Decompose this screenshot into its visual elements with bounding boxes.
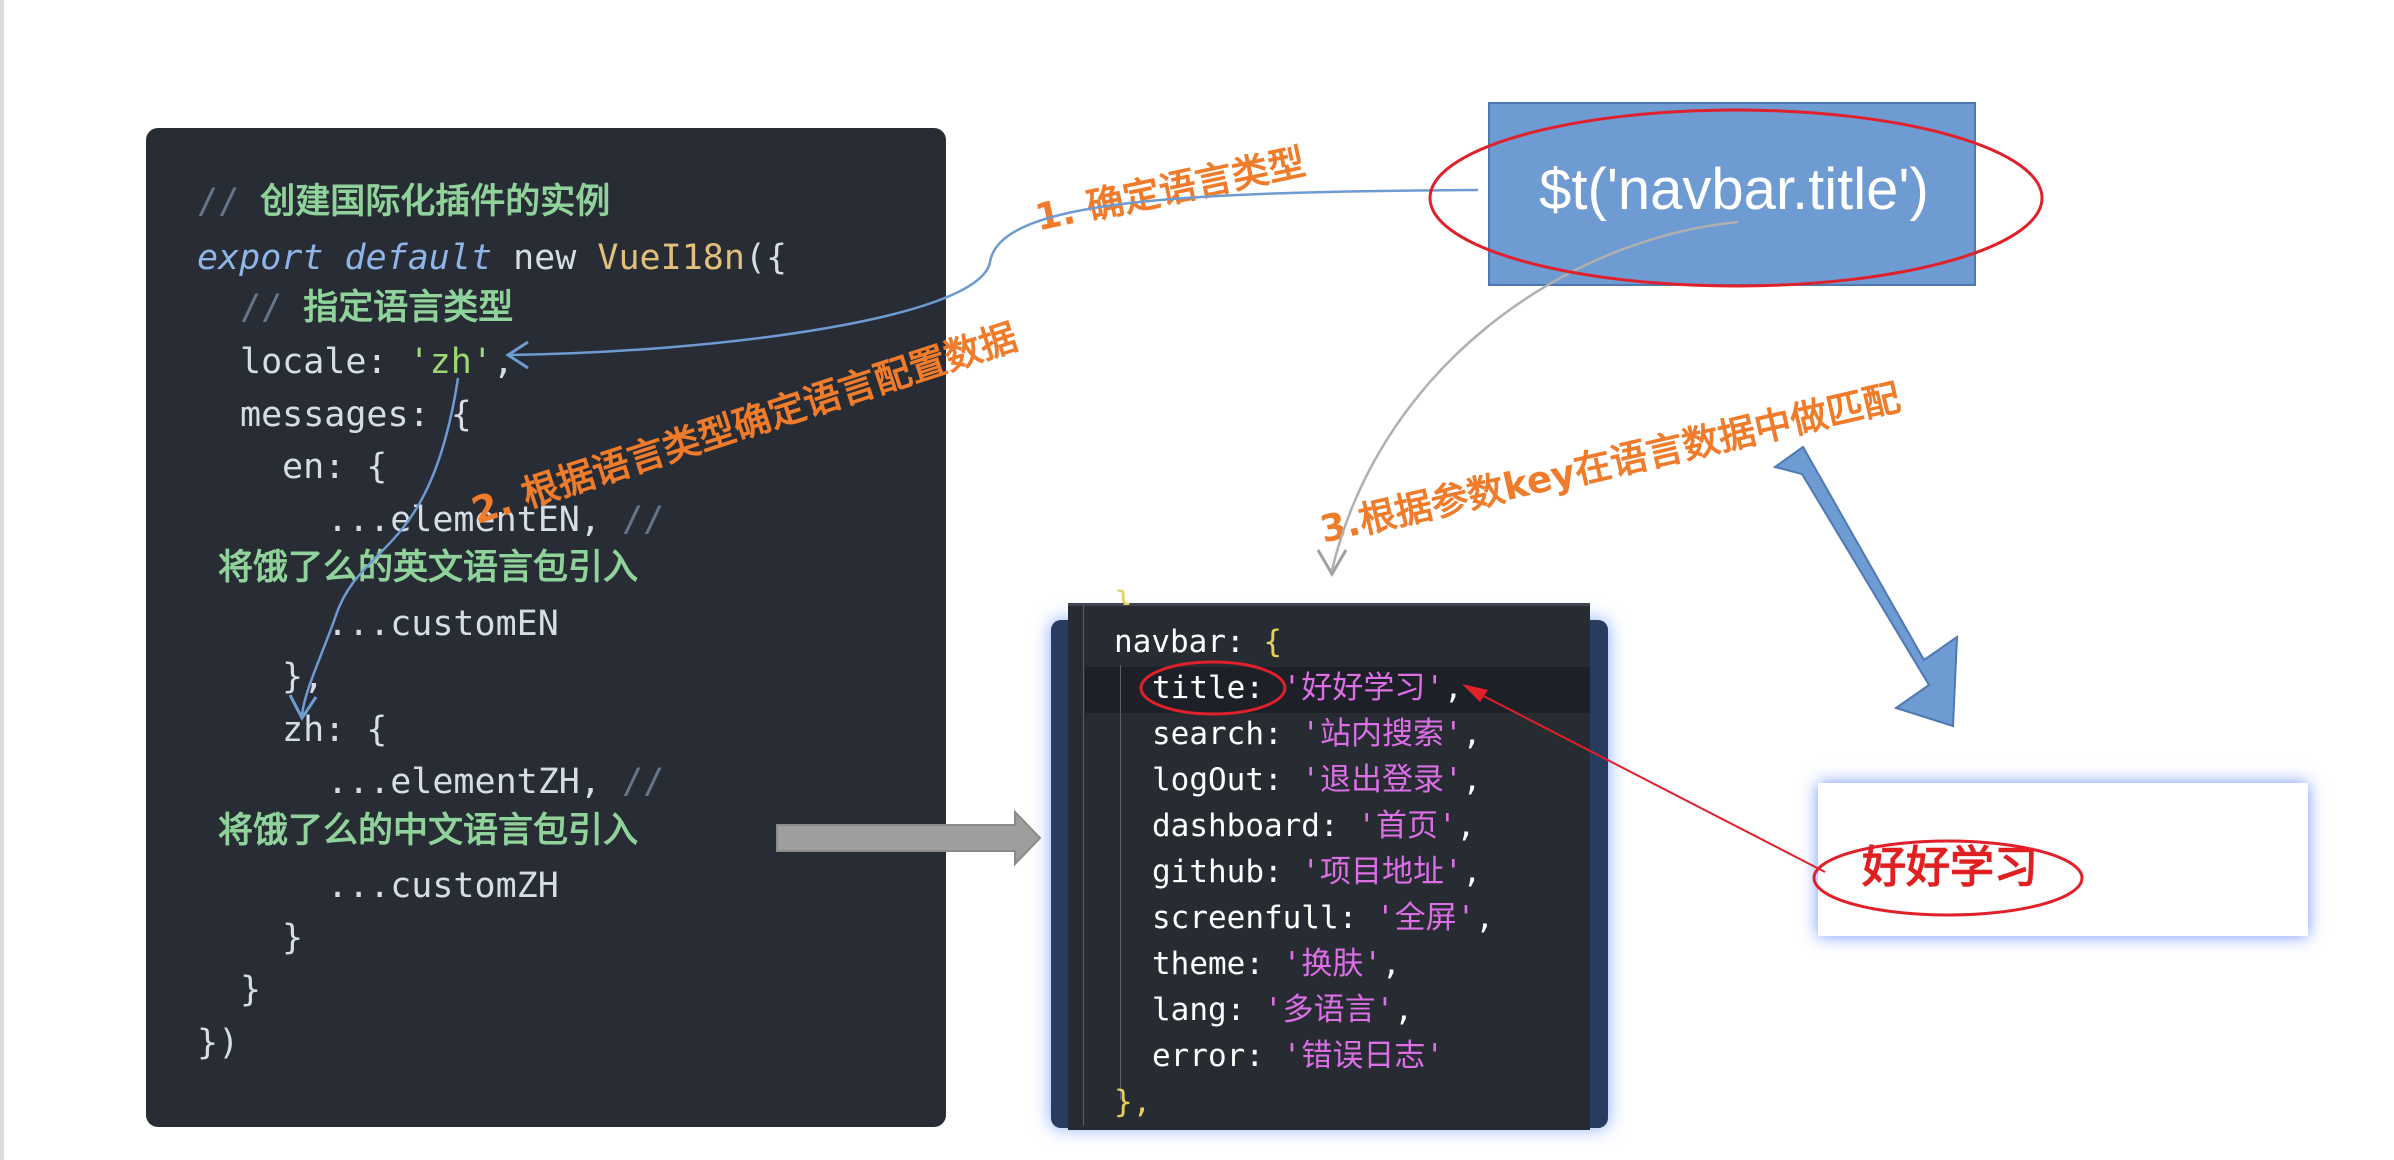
- code-line-comment-locale: // 指定语言类型: [240, 288, 514, 328]
- indent-guide: [1120, 665, 1121, 1100]
- result-to-title-connector: [1465, 686, 1826, 873]
- result-connector-arrowhead: [1462, 684, 1488, 702]
- translate-call-box: [1488, 102, 1976, 286]
- code-line-close-messages: }: [240, 970, 262, 1010]
- step-1-arrowhead: [505, 340, 529, 370]
- step-2-arrow: [300, 377, 460, 716]
- current-line-highlight: [1085, 667, 1590, 713]
- code-line-dashboard: dashboard: '首页',: [1152, 808, 1476, 844]
- page-left-border: [0, 0, 4, 1160]
- code-line-element-zh: ...elementZH, //: [327, 762, 665, 802]
- step-1-arrow: [509, 188, 1479, 357]
- code-line-search: search: '站内搜索',: [1152, 716, 1482, 752]
- code-line-locale: locale: 'zh',: [240, 342, 514, 382]
- code-line-close-navbar: },: [1114, 1084, 1152, 1120]
- code-line-export: export default new VueI18n({: [197, 238, 788, 278]
- rendered-result-text: 好好学习: [1862, 842, 2038, 893]
- code-line-top-fragment: },: [1114, 585, 1152, 605]
- code-line-custom-en: ...customEN: [327, 604, 559, 644]
- step-3-arrow: [1330, 220, 1739, 571]
- locale-config-code-panel: [146, 128, 946, 1127]
- code-line-theme: theme: '换肤',: [1152, 946, 1401, 982]
- code-line-en: en: {: [282, 447, 388, 487]
- code-line-error: error: '错误日志': [1152, 1038, 1444, 1074]
- code-line-zh-comment: 将饿了么的中文语言包引入: [218, 811, 639, 851]
- step-3-arrowhead: [1316, 549, 1348, 577]
- code-line-navbar: navbar: {: [1114, 624, 1282, 660]
- code-line-comment-create: // 创建国际化插件的实例: [197, 182, 611, 222]
- code-line-messages: messages: {: [240, 395, 472, 435]
- code-line-zh: zh: {: [282, 710, 388, 750]
- blue-flow-arrow: [1772, 445, 1959, 728]
- code-line-close-all: }): [197, 1023, 240, 1063]
- step-2-arrowhead: [288, 694, 318, 721]
- indent-guide: [1083, 606, 1084, 1126]
- call-highlight-ellipse: [1428, 108, 2044, 288]
- code-line-element-en: ...elementEN, //: [327, 500, 665, 540]
- title-key-highlight-ellipse: [1139, 660, 1287, 716]
- code-line-title: title: '好好学习',: [1152, 670, 1463, 706]
- code-line-custom-zh: ...customZH: [327, 866, 559, 906]
- result-highlight-ellipse: [1812, 839, 2084, 917]
- translate-call-expression: $t('navbar.title'): [1539, 157, 1929, 222]
- code-line-close-zh: }: [282, 918, 304, 958]
- code-line-screenfull: screenfull: '全屏',: [1152, 900, 1494, 936]
- gray-flow-arrow: [776, 809, 1042, 867]
- code-line-lang: lang: '多语言',: [1152, 992, 1413, 1028]
- code-line-en-comment: 将饿了么的英文语言包引入: [218, 548, 639, 588]
- code-line-github: github: '项目地址',: [1152, 854, 1482, 890]
- code-line-logout: logOut: '退出登录',: [1152, 762, 1482, 798]
